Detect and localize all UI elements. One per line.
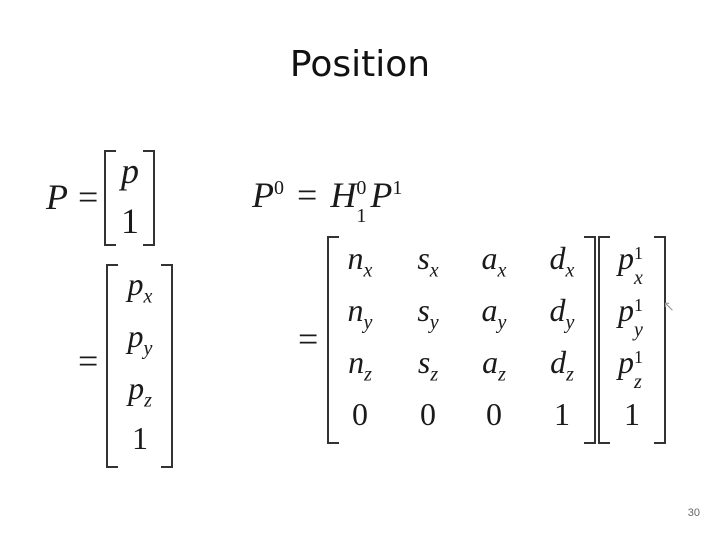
vector-entry-1: 1 <box>121 201 139 241</box>
vector-entry: px <box>127 266 153 308</box>
vector-entry: py <box>127 318 153 360</box>
right-bracket <box>143 150 155 246</box>
matrix-left-bracket <box>327 236 339 444</box>
matrix-cell: 0 <box>420 396 436 432</box>
vector-entry-p: p <box>121 151 139 191</box>
lhs-p: P <box>46 177 68 217</box>
vector-entry: 1 <box>624 396 640 432</box>
matrix-cell: 0 <box>486 396 502 432</box>
matrix-cell: nz <box>348 344 372 386</box>
equals-sign: = <box>78 341 99 381</box>
mouse-pointer-icon: ↖ <box>663 298 675 314</box>
left-bracket <box>104 150 116 246</box>
matrix-cell: sy <box>417 292 439 334</box>
vector-right-bracket <box>654 236 666 444</box>
slide-title: Position <box>289 44 431 85</box>
matrix-cell: 0 <box>352 396 368 432</box>
vector-entry: p 1 y <box>618 292 643 341</box>
matrix-cell: sx <box>417 240 439 282</box>
matrix-cell: dy <box>549 292 575 334</box>
equation-transform: P0 = H 0 1 P1 <box>252 175 403 227</box>
vector-entry: pz <box>128 370 152 412</box>
vector-left-bracket <box>598 236 610 444</box>
matrix-cell: sz <box>417 344 439 386</box>
matrix-cell: 1 <box>554 396 570 432</box>
matrix-right-bracket <box>584 236 596 444</box>
matrix-cell: ay <box>481 292 507 334</box>
matrix-cell: ax <box>481 240 507 282</box>
matrix-cell: dz <box>550 344 574 386</box>
left-bracket <box>106 264 118 468</box>
page-number: 30 <box>687 507 700 519</box>
vector-entry: p 1 z <box>618 344 643 393</box>
matrix-cell: ny <box>347 292 373 334</box>
equals-sign: = <box>298 319 319 359</box>
right-bracket <box>161 264 173 468</box>
vector-entry: 1 <box>132 420 148 456</box>
equals-sign: = <box>78 177 99 217</box>
vector-entry: p 1 x <box>618 240 643 289</box>
matrix-cell: dx <box>549 240 575 282</box>
matrix-cell: nx <box>347 240 373 282</box>
matrix-cell: az <box>482 344 506 386</box>
